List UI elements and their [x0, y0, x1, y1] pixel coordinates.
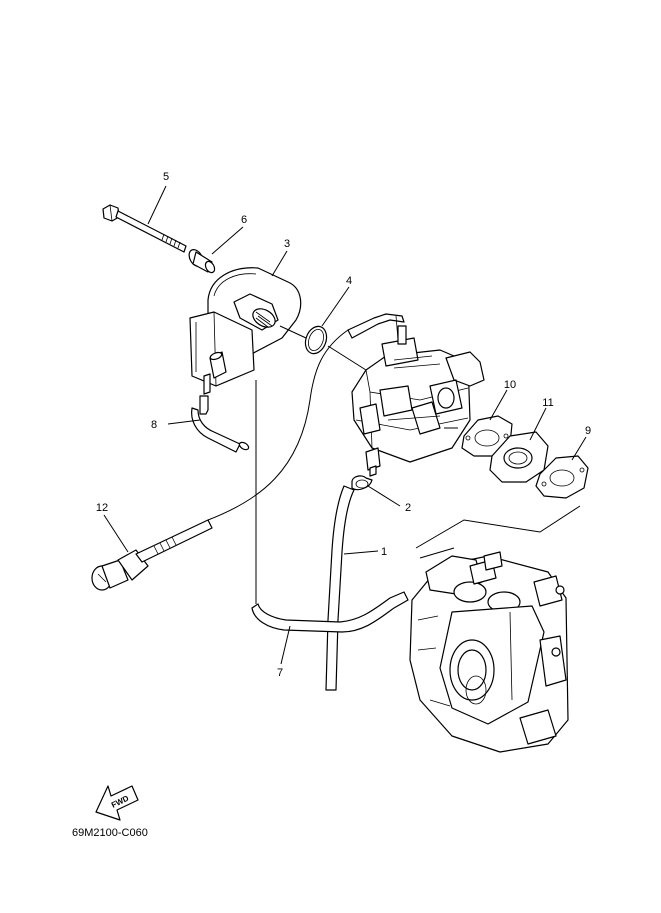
callout-12: 12 [96, 502, 108, 514]
carburetor-assembly [351, 325, 485, 477]
callout-9: 9 [585, 425, 591, 437]
callout-5: 5 [163, 171, 169, 183]
fuel-hose-part-1 [325, 485, 355, 691]
bolt-part-5 [102, 204, 187, 253]
silencer-part-3 [189, 267, 302, 395]
callout-2: 2 [405, 502, 411, 514]
callout-labels: 5 6 3 4 10 11 9 8 2 1 12 7 [96, 171, 591, 679]
callout-1: 1 [381, 546, 387, 558]
callout-7: 7 [277, 667, 283, 679]
insulator-part-11 [489, 431, 549, 483]
callout-4: 4 [346, 275, 352, 287]
crankcase-assembly [409, 551, 569, 753]
gasket-part-9 [535, 455, 589, 499]
hose-part-8 [191, 395, 250, 453]
choke-link-rod [347, 313, 405, 341]
choke-knob-part-12 [91, 519, 213, 591]
leader-lines [103, 185, 587, 665]
diagram-code: 69M2100-C060 [72, 827, 148, 839]
callout-6: 6 [241, 214, 247, 226]
clip-part-2 [351, 475, 373, 491]
fuel-hose-part-7 [251, 591, 409, 633]
forward-arrow-icon: FWD [95, 785, 139, 821]
o-ring-part-4 [304, 325, 328, 355]
callout-10: 10 [504, 379, 516, 391]
callout-11: 11 [542, 397, 553, 409]
collar-part-6 [188, 249, 216, 274]
assembly-reference-lines [207, 325, 581, 604]
callout-3: 3 [284, 238, 290, 250]
callout-8: 8 [151, 419, 157, 431]
